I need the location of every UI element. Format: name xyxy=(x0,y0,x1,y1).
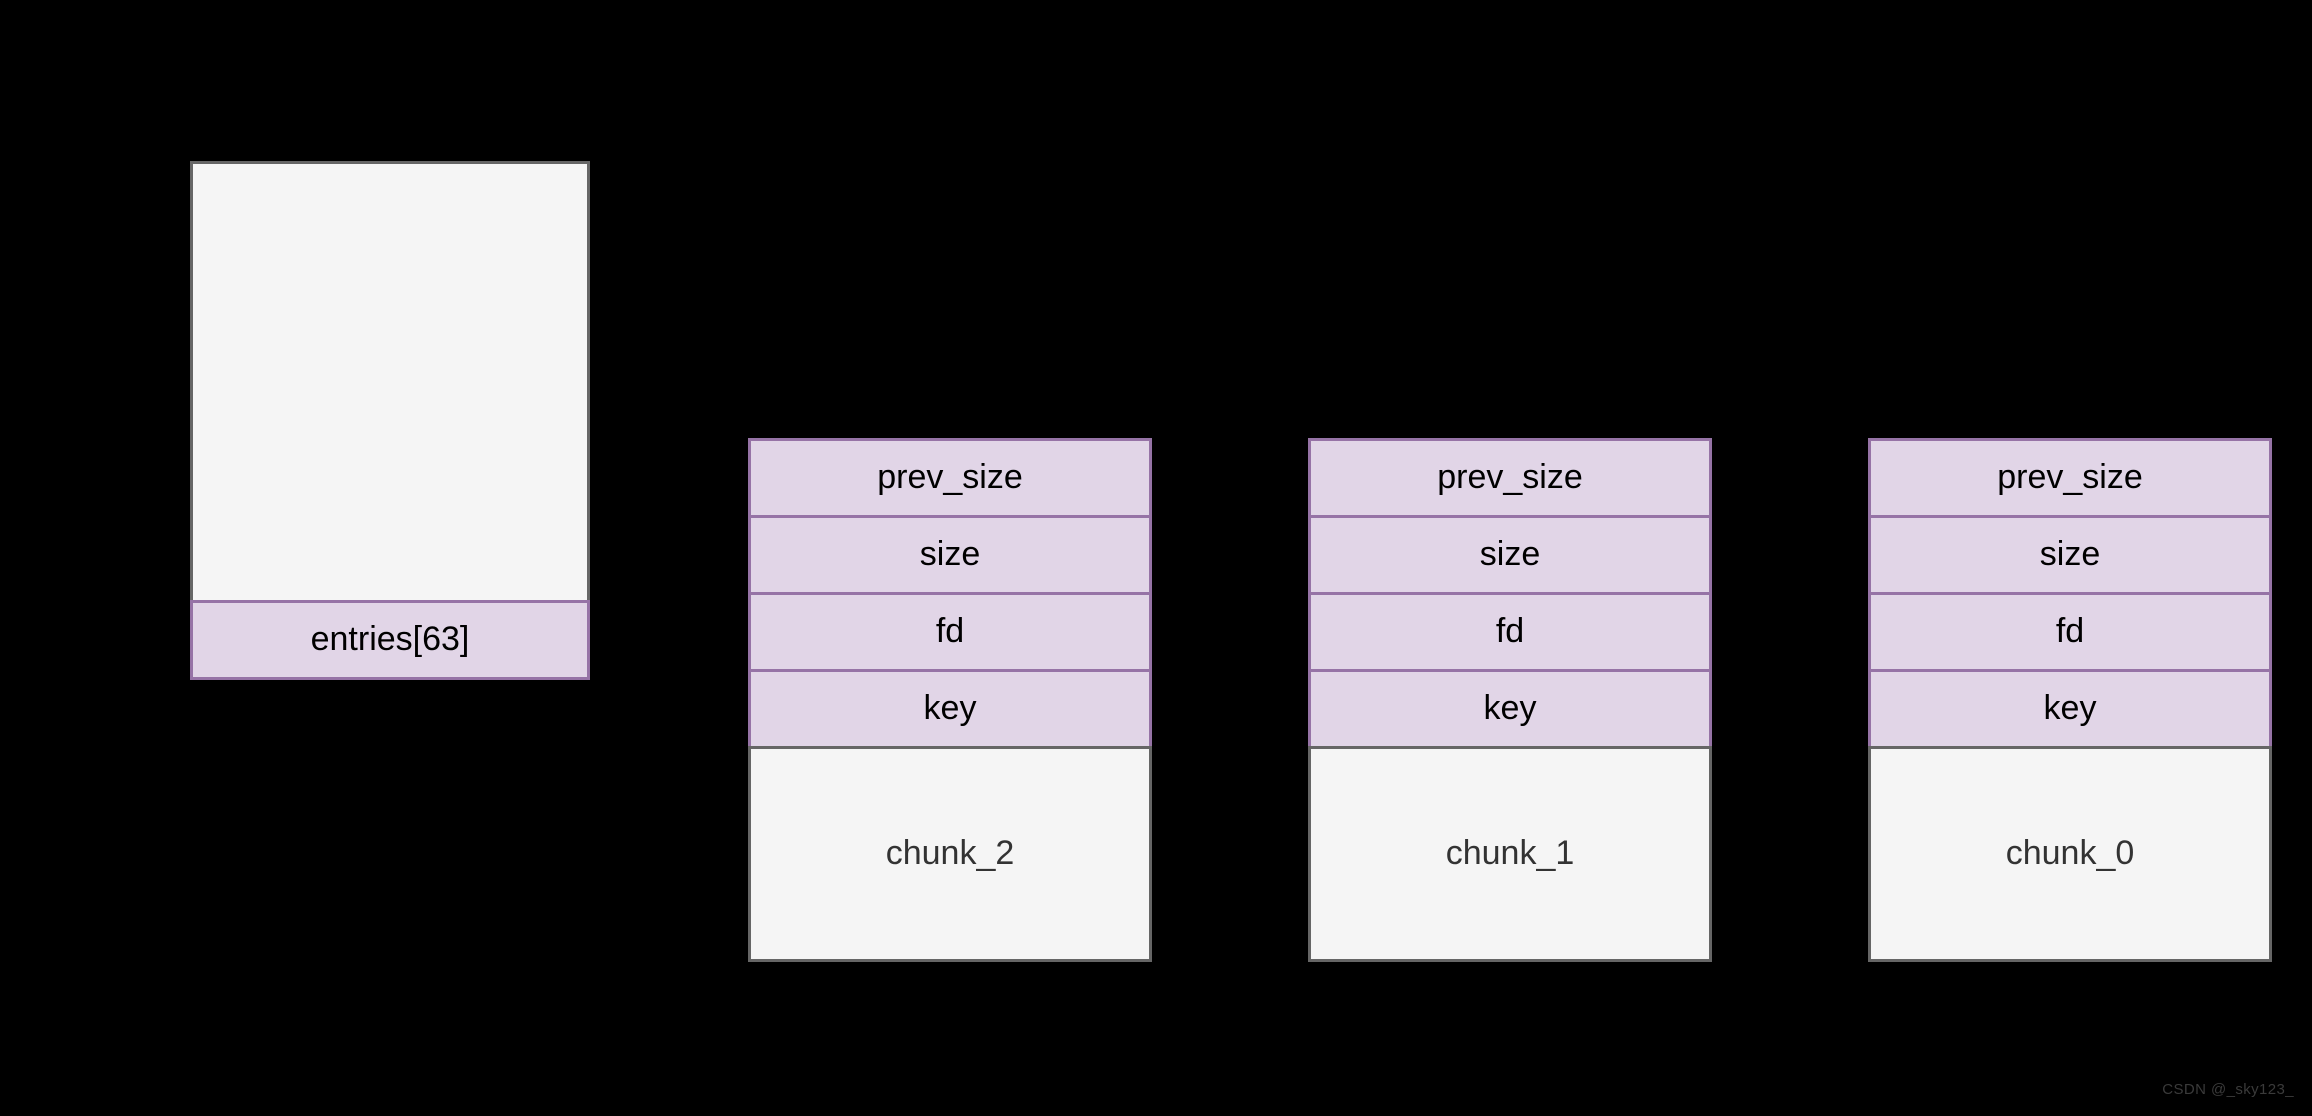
chunk_1-body: chunk_1 xyxy=(1308,746,1712,962)
chunk_1-field-size: size xyxy=(1308,515,1712,595)
watermark: CSDN @_sky123_ xyxy=(2162,1081,2294,1098)
chunk_0-field-size: size xyxy=(1868,515,2272,595)
chunk_0-body: chunk_0 xyxy=(1868,746,2272,962)
chunk-column-chunk_1: prev_size size fd key chunk_1 xyxy=(1308,438,1712,962)
chunk_0-field-prev_size: prev_size xyxy=(1868,438,2272,518)
chunk_1-field-prev_size: prev_size xyxy=(1308,438,1712,518)
chunk_2-body: chunk_2 xyxy=(748,746,1152,962)
entries-table: entries[63] xyxy=(190,161,590,680)
chunk_1-field-key: key xyxy=(1308,669,1712,749)
chunk_1-field-fd: fd xyxy=(1308,592,1712,672)
chunk_2-field-prev_size: prev_size xyxy=(748,438,1152,518)
chunk_2-field-key: key xyxy=(748,669,1152,749)
chunk-column-chunk_0: prev_size size fd key chunk_0 xyxy=(1868,438,2272,962)
entries-table-body xyxy=(190,161,590,603)
chunk_0-field-key: key xyxy=(1868,669,2272,749)
chunk_0-field-fd: fd xyxy=(1868,592,2272,672)
entries-row-63: entries[63] xyxy=(190,600,590,680)
chunk_2-field-size: size xyxy=(748,515,1152,595)
chunk_2-field-fd: fd xyxy=(748,592,1152,672)
chunk-column-chunk_2: prev_size size fd key chunk_2 xyxy=(748,438,1152,962)
